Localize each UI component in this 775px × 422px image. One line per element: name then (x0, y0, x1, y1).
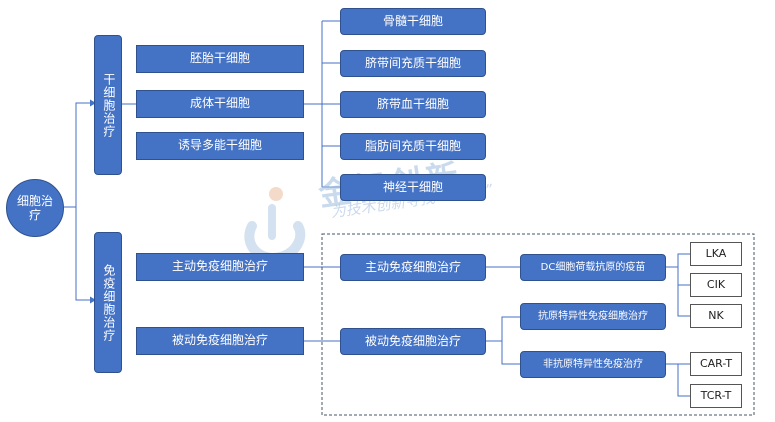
immune-detail-active: 主动免疫细胞治疗 (340, 254, 486, 281)
immune-mode-passive: 被动免疫细胞治疗 (136, 327, 304, 355)
node-label: NK (708, 308, 724, 322)
category-label: 免疫细胞治疗 (101, 263, 116, 342)
node-label: CIK (706, 277, 726, 291)
adult-stem-cord-blood: 脐带血干细胞 (340, 91, 486, 118)
node-label: LKA (705, 246, 727, 260)
root-node: 细胞治疗 (6, 179, 64, 237)
node-label: 抗原特异性免疫细胞治疗 (538, 310, 648, 322)
category-label: 干细胞治疗 (101, 72, 116, 138)
node-label: TCR-T (700, 388, 732, 402)
stem-type-adult: 成体干细胞 (136, 90, 304, 118)
stem-type-embryonic: 胚胎干细胞 (136, 45, 304, 73)
dc-vaccine-node: DC细胞荷载抗原的疫苗 (520, 254, 666, 281)
stem-type-induced: 诱导多能干细胞 (136, 132, 304, 160)
node-label: 脐带间充质干细胞 (364, 55, 461, 70)
cell-cik: CIK (690, 273, 742, 297)
cell-lka: LKA (690, 242, 742, 266)
cell-tcr-t: TCR-T (690, 384, 742, 408)
node-label: 成体干细胞 (189, 96, 250, 111)
immune-detail-passive: 被动免疫细胞治疗 (340, 328, 486, 355)
node-label: DC细胞荷载抗原的疫苗 (540, 261, 646, 273)
cell-car-t: CAR-T (690, 352, 742, 376)
category-stem-cell: 干细胞治疗 (94, 35, 122, 175)
category-immune-cell: 免疫细胞治疗 (94, 232, 122, 373)
node-label: 诱导多能干细胞 (177, 138, 262, 153)
root-label: 细胞治疗 (16, 193, 53, 222)
node-label: 非抗原特异性免疫治疗 (543, 358, 643, 370)
node-label: 胚胎干细胞 (189, 51, 250, 66)
node-label: 被动免疫细胞治疗 (171, 333, 268, 348)
adult-stem-umbilical-mesenchymal: 脐带间充质干细胞 (340, 50, 486, 77)
node-label: 脐带血干细胞 (376, 96, 449, 111)
passive-type-antigen-specific: 抗原特异性免疫细胞治疗 (520, 303, 666, 330)
passive-type-non-specific: 非抗原特异性免疫治疗 (520, 351, 666, 378)
node-label: CAR-T (699, 356, 733, 370)
node-label: 主动免疫细胞治疗 (364, 259, 461, 274)
node-label: 神经干细胞 (382, 179, 443, 194)
adult-stem-bone-marrow: 骨髓干细胞 (340, 8, 486, 35)
adult-stem-neural: 神经干细胞 (340, 174, 486, 201)
node-label: 脂肪间充质干细胞 (364, 138, 461, 153)
node-label: 骨髓干细胞 (382, 13, 443, 28)
node-label: 主动免疫细胞治疗 (171, 259, 268, 274)
immune-mode-active: 主动免疫细胞治疗 (136, 253, 304, 281)
adult-stem-adipose-mesenchymal: 脂肪间充质干细胞 (340, 133, 486, 160)
cell-nk: NK (690, 304, 742, 328)
node-label: 被动免疫细胞治疗 (364, 333, 461, 348)
